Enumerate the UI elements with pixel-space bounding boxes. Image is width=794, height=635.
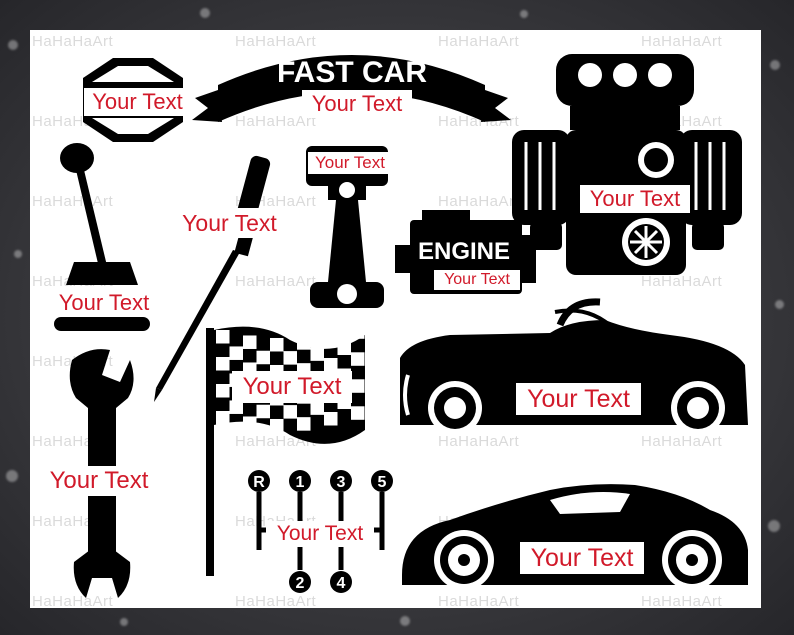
engine-title: ENGINE (418, 238, 510, 265)
flag-check-square (310, 347, 324, 361)
engine-icon-placeholder-text[interactable]: Your Text (434, 270, 520, 290)
convertible-placeholder-text[interactable]: Your Text (516, 383, 641, 415)
banner-title: FAST CAR (277, 56, 427, 89)
fast-car-banner: FAST CAR (192, 55, 511, 122)
flag-check-square (283, 351, 297, 365)
flag-check-square (229, 400, 243, 414)
gear-label-4: 4 (337, 575, 346, 592)
watermark-text: HaHaHaArt (438, 33, 520, 50)
screwdriver-placeholder-text[interactable]: Your Text (176, 208, 283, 238)
gear-label-3: 3 (337, 474, 346, 491)
watermark-text: HaHaHaArt (32, 33, 114, 50)
watermark-text: HaHaHaArt (235, 593, 317, 608)
flag-placeholder-text[interactable]: Your Text (232, 371, 352, 403)
watermark-text: HaHaHaArt (32, 593, 114, 608)
flag-check-square (337, 341, 351, 356)
flag-check-square (243, 335, 257, 349)
flag-check-square (351, 325, 365, 339)
flag-check-square (216, 330, 230, 344)
watermark-text: HaHaHaArt (235, 113, 317, 130)
watermark-text: HaHaHaArt (235, 273, 317, 290)
flag-check-square (324, 358, 338, 372)
watermark-text: HaHaHaArt (438, 593, 520, 608)
watermark-text: HaHaHaArt (438, 193, 520, 210)
watermark-text: HaHaHaArt (438, 433, 520, 450)
badge-placeholder-text[interactable]: Your Text (84, 88, 191, 116)
gearbox-placeholder-text[interactable]: Your Text (266, 521, 374, 547)
piston-icon (306, 146, 388, 308)
gear-label-5: 5 (378, 474, 387, 491)
flag-check-square (324, 331, 338, 345)
flag-check-square (283, 405, 297, 419)
flag-check-square (243, 416, 257, 430)
flag-check-square (270, 418, 284, 433)
convertible-car-icon (400, 298, 748, 435)
piston-placeholder-text[interactable]: Your Text (308, 152, 392, 174)
watermark-text: HaHaHaArt (641, 33, 723, 50)
engine-block-placeholder-text[interactable]: Your Text (580, 185, 690, 213)
checkered-flag-icon (206, 325, 365, 576)
banner-placeholder-text[interactable]: Your Text (302, 90, 412, 118)
sports-car-placeholder-text[interactable]: Your Text (520, 542, 644, 574)
gear-label-r: R (253, 474, 265, 491)
gear-stick-icon (54, 143, 150, 331)
watermark-text: HaHaHaArt (641, 433, 723, 450)
flag-check-square (256, 404, 270, 419)
flag-check-square (351, 352, 365, 366)
gear-label-2: 2 (296, 575, 305, 592)
flag-check-square (297, 417, 311, 431)
engine-block-icon (512, 54, 742, 275)
artwork: FAST CAR (54, 54, 748, 598)
flag-check-square (324, 412, 338, 426)
sports-car-icon (402, 484, 748, 590)
watermark-text: HaHaHaArt (235, 33, 317, 50)
flag-check-square (270, 337, 284, 352)
flag-check-square (216, 411, 230, 425)
flag-check-square (256, 350, 270, 365)
flag-check-square (216, 384, 230, 398)
gear-stick-placeholder-text[interactable]: Your Text (50, 289, 158, 317)
watermark-text: HaHaHaArt (641, 593, 723, 608)
flag-check-square (297, 336, 311, 350)
flag-check-square (216, 357, 230, 371)
flag-check-square (310, 401, 324, 415)
gear-label-1: 1 (296, 474, 305, 491)
wrench-icon (69, 349, 134, 598)
flag-check-square (351, 379, 365, 393)
flag-check-square (351, 406, 365, 420)
wrench-placeholder-text[interactable]: Your Text (40, 466, 158, 496)
watermark-text: HaHaHaArt (641, 273, 723, 290)
flag-check-square (229, 346, 243, 360)
